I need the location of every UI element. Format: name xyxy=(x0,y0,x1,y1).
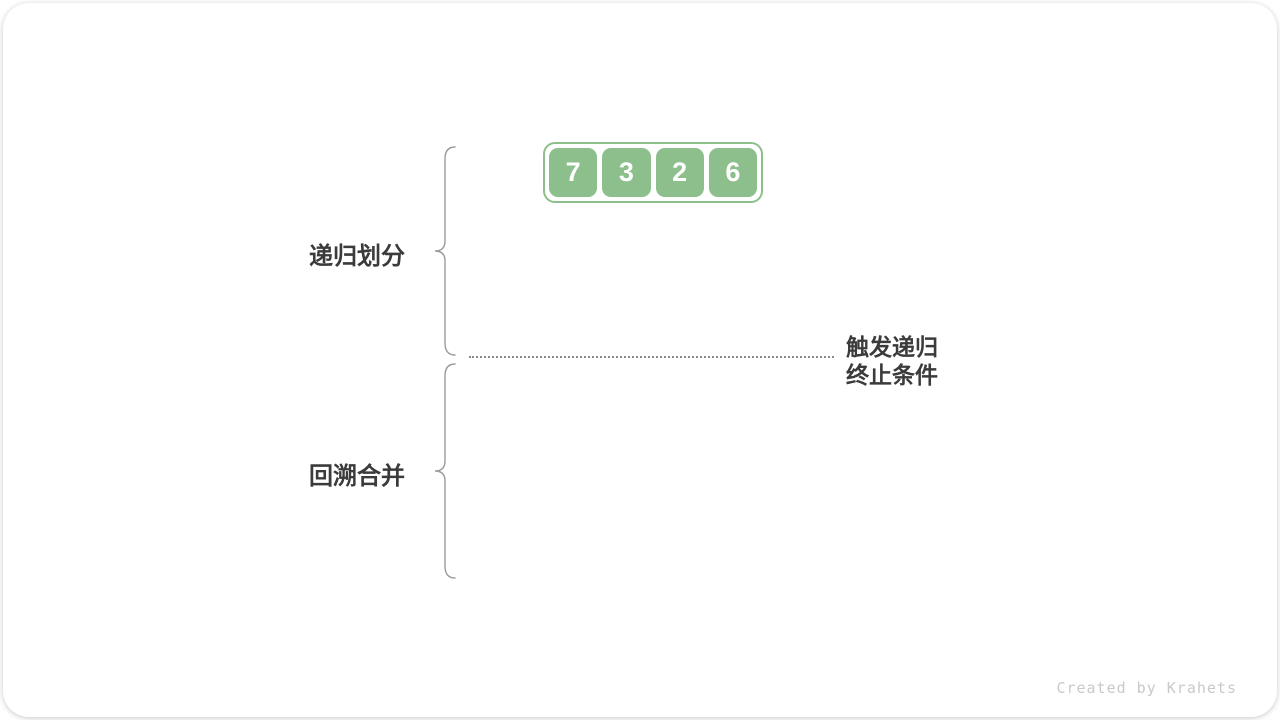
watermark-credit: Created by Krahets xyxy=(1056,679,1237,697)
label-recursive-partition: 递归划分 xyxy=(309,243,405,270)
label-termination-condition: 触发递归 终止条件 xyxy=(846,333,938,389)
array-cell-value: 3 xyxy=(618,157,634,187)
array-cell: 6 xyxy=(708,148,757,197)
termination-dotted-line xyxy=(469,356,834,358)
array-cell-value: 7 xyxy=(565,157,581,187)
array-cell: 2 xyxy=(655,148,704,197)
diagram-card: 7 3 2 6 递归划分 回溯合并 触发递归 终止条件 Created by K… xyxy=(3,3,1277,717)
label-backtrack-merge: 回溯合并 xyxy=(309,463,405,490)
label-termination-line1: 触发递归 xyxy=(846,334,938,360)
array-cell-value: 6 xyxy=(725,157,741,187)
array-cell: 3 xyxy=(602,148,651,197)
label-termination-line2: 终止条件 xyxy=(846,362,938,388)
array-cell: 7 xyxy=(549,148,598,197)
array-container: 7 3 2 6 xyxy=(543,142,763,203)
curly-brace-bottom-icon xyxy=(434,363,456,579)
array-cell-value: 2 xyxy=(672,157,688,187)
curly-brace-top-icon xyxy=(434,146,456,356)
